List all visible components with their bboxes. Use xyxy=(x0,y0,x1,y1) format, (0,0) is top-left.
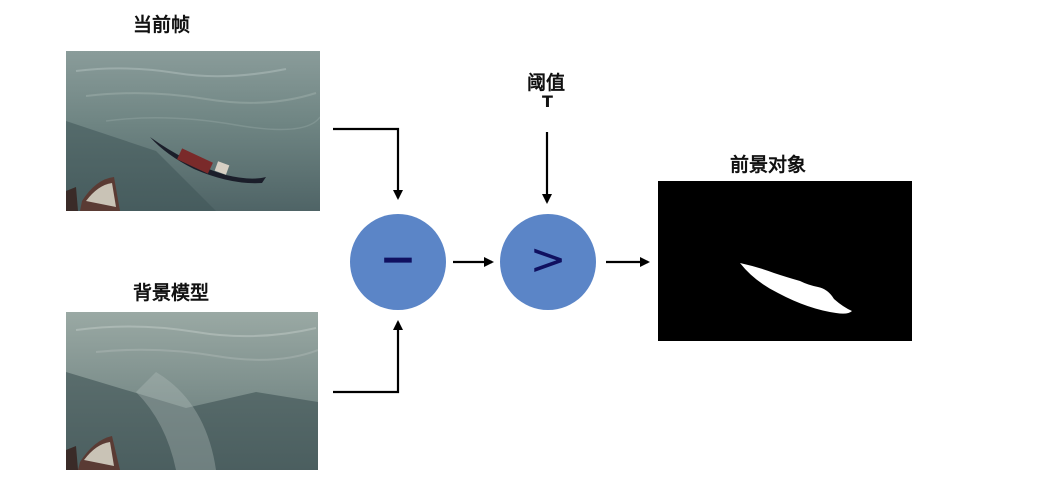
current-frame-image xyxy=(66,51,320,211)
background-model-label: 背景模型 xyxy=(133,282,210,304)
threshold-symbol: T xyxy=(542,92,553,111)
foreground-object-shape xyxy=(740,263,852,314)
foreground-mask-image xyxy=(658,181,912,341)
compare-operator xyxy=(500,214,596,310)
threshold-label: 阈值 xyxy=(527,72,566,94)
subtract-operator xyxy=(350,214,446,310)
background-model-arrow xyxy=(333,320,403,394)
compare-symbol: > xyxy=(529,234,567,285)
foreground-object-label: 前景对象 xyxy=(730,154,807,176)
current-frame-label: 当前帧 xyxy=(133,14,191,36)
current-frame-arrow xyxy=(333,127,403,200)
background-model-image xyxy=(66,312,318,470)
subtract-symbol: − xyxy=(379,234,417,285)
